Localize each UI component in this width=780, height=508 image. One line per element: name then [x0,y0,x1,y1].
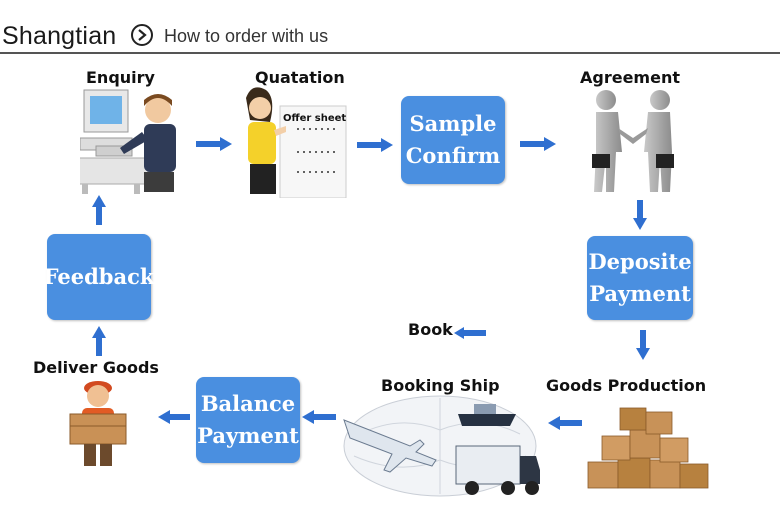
boxes-icon [587,407,709,489]
agreement-label: Agreement [580,68,680,87]
deliver-goods-label: Deliver Goods [33,358,159,377]
arrow-left [454,327,486,339]
enquiry-label: Enquiry [86,68,155,87]
airplane-ship-truck-icon [343,395,540,497]
balance-payment-line2: Payment [197,423,299,448]
book-label: Book [408,320,453,339]
offer-sheet-label: Offer sheet [283,113,346,124]
arrow-down [636,330,650,360]
sample-confirm-line1: Sample [409,111,497,136]
arrow-left [548,416,582,430]
arrow-left [302,410,336,424]
booking-ship-label: Booking Ship [381,376,500,395]
arrow-left [158,410,190,424]
chevron-right-icon[interactable] [131,24,153,46]
goods-production-label: Goods Production [546,376,707,395]
arrow-right [520,137,556,151]
woman-offer-sheet-icon: Offer sheet [246,87,347,198]
arrow-down [633,200,647,230]
arrow-right [196,137,232,151]
brand-name: Shangtian [2,22,117,50]
sample-confirm-box: Sample Confirm [401,96,505,184]
arrow-up [92,326,106,356]
balance-payment-line1: Balance [200,391,296,416]
header-divider [0,52,780,54]
feedback-label: Feedback [43,264,155,289]
how-to-order-link[interactable]: How to order with us [164,26,329,46]
deposite-payment-line1: Deposite [588,249,692,274]
handshake-icon [592,90,674,192]
arrow-right [357,138,393,152]
feedback-box: Feedback [44,234,154,320]
deposite-payment-line2: Payment [589,281,691,306]
arrow-up [92,195,106,225]
delivery-man-icon [69,381,127,466]
sample-confirm-line2: Confirm [405,143,501,168]
quotation-label: Quatation [255,68,345,87]
deposite-payment-box: Deposite Payment [587,236,693,320]
balance-payment-box: Balance Payment [196,377,300,463]
computer-user-icon [80,89,176,194]
